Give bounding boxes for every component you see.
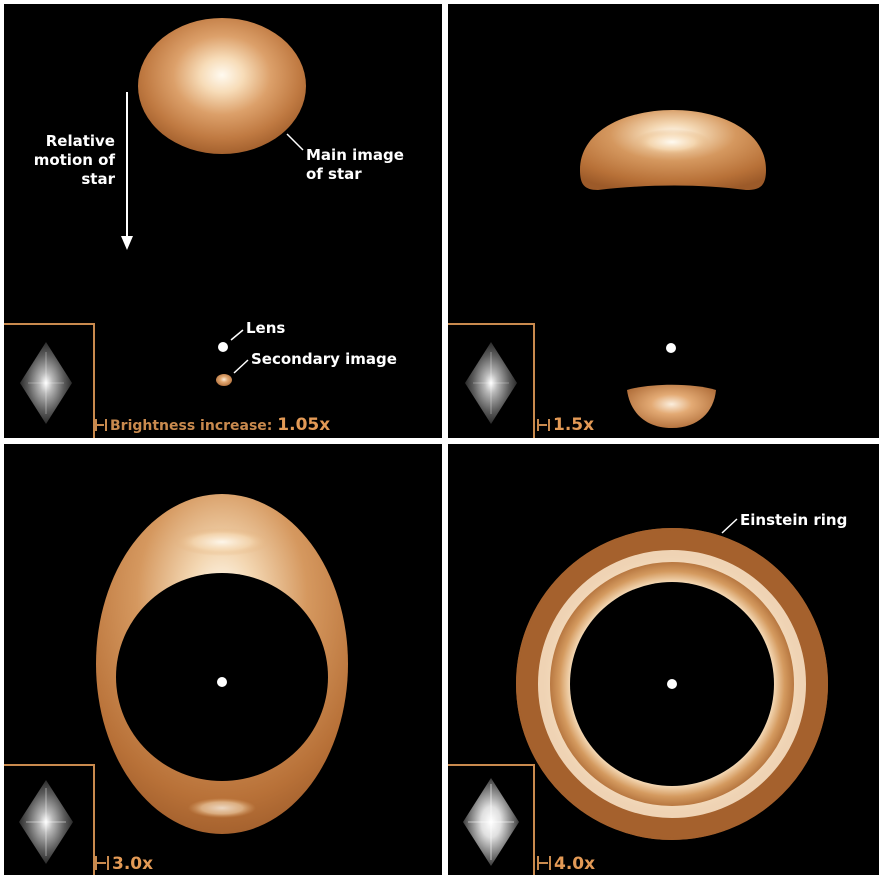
main-image-leader [286, 133, 304, 151]
secondary-label: Secondary image [251, 350, 397, 368]
motion-label-3: star [81, 170, 115, 188]
motion-label-1: Relative [46, 132, 115, 150]
lens-leader [230, 329, 244, 341]
brightness-increase-label-1: Brightness increase: 1.05x [110, 415, 330, 435]
inset-frame [448, 764, 535, 875]
lens-label: Lens [246, 319, 285, 337]
panel-2: 1.5x [448, 110, 766, 438]
brightness-value-3: 3.0x [112, 854, 153, 874]
ring-leader [721, 518, 738, 534]
einstein-ring-highlight [538, 550, 806, 818]
brightness-value-2: 1.5x [553, 415, 594, 435]
secondary-image [216, 374, 232, 386]
main-star-image [138, 18, 306, 154]
inset-frame [448, 323, 535, 438]
einstein-ring-label: Einstein ring [740, 511, 847, 529]
panel-4: Einstein ring 4.0x [448, 511, 847, 875]
panel-1: Relative motion of star Main image of st… [4, 18, 404, 438]
panel-3: 3.0x [4, 494, 348, 875]
panel-2-bg [448, 4, 879, 438]
lens-dot [667, 679, 677, 689]
distorted-ring-image [96, 494, 348, 834]
motion-label-2: motion of [34, 151, 116, 169]
inset-frame [4, 764, 95, 875]
main-image-label-1: Main image [306, 146, 404, 164]
inset-frame [4, 323, 95, 438]
lens-dot [218, 342, 228, 352]
brightness-value-4: 4.0x [554, 854, 595, 874]
main-image-label-2: of star [306, 165, 362, 183]
secondary-leader [233, 359, 249, 374]
motion-arrow-head [121, 236, 133, 250]
lens-dot [217, 677, 227, 687]
lens-dot [666, 343, 676, 353]
secondary-arc-image [627, 384, 716, 428]
